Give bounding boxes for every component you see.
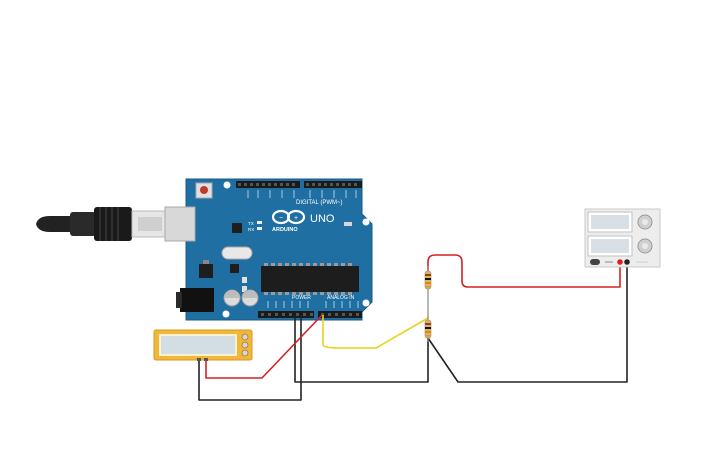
wire-gnd-lcd[interactable] <box>198 315 302 401</box>
lcd-screen <box>161 336 235 354</box>
svg-text:+: + <box>294 215 298 222</box>
wire-gnd-resistor[interactable] <box>294 315 429 383</box>
positive-terminal[interactable] <box>617 259 623 265</box>
wire-5v-lcd[interactable] <box>205 314 323 379</box>
analog-header <box>318 311 362 318</box>
rx-label: RX <box>248 227 254 232</box>
negative-terminal[interactable] <box>624 259 630 265</box>
wire-supply-resistor[interactable] <box>427 254 621 288</box>
wire-signal-analog[interactable] <box>322 315 429 349</box>
power-header <box>258 311 314 318</box>
analog-label: ANALOG IN <box>327 295 355 301</box>
voltage-regulator <box>199 264 213 278</box>
arduino-uno-board[interactable]: DIGITAL (PWM~) − + UNO ARDUINO TX RX <box>164 178 373 321</box>
power-label: POWER <box>292 295 311 301</box>
power-switch[interactable] <box>590 259 600 265</box>
resistor-top[interactable] <box>424 266 432 295</box>
arduino-infinity-logo <box>271 209 306 225</box>
dc-barrel-jack <box>180 288 214 312</box>
crystal-oscillator <box>221 246 253 260</box>
usb-chip <box>232 223 242 233</box>
dc-power-supply[interactable] <box>584 208 661 268</box>
lcd-display[interactable] <box>153 329 253 361</box>
wire-gnd-supply[interactable] <box>427 262 628 383</box>
usb-cable[interactable] <box>36 207 167 241</box>
atmega-chip <box>261 266 359 292</box>
brand-label: ARDUINO <box>272 227 298 233</box>
digital-label: DIGITAL (PWM~) <box>296 200 343 206</box>
resistor-bottom[interactable] <box>424 316 432 342</box>
svg-text:−: − <box>279 215 283 222</box>
usb-port <box>164 206 196 242</box>
tx-label: TX <box>248 221 254 226</box>
model-label: UNO <box>310 213 335 225</box>
